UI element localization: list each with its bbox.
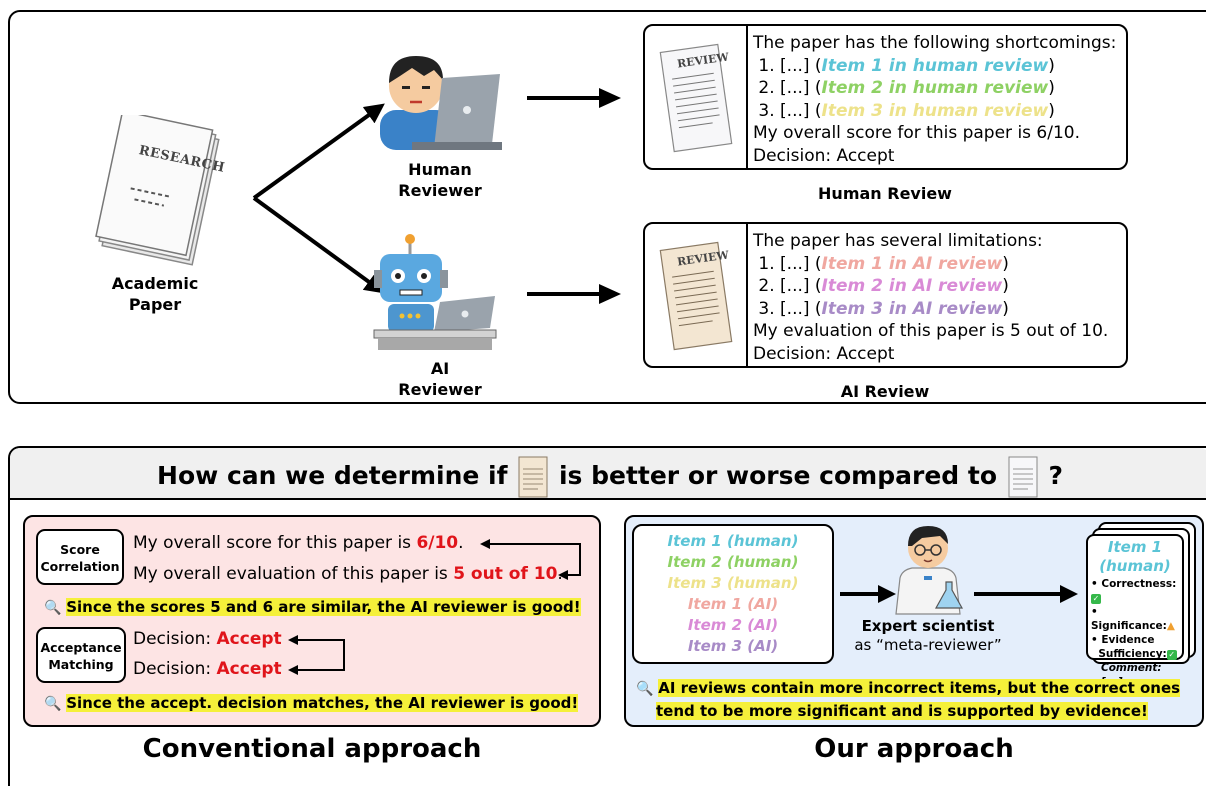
acceptance-matching-box: Acceptance Matching	[36, 627, 126, 683]
human-review-text: The paper has the following shortcomings…	[753, 32, 1116, 167]
conventional-caption: Conventional approach	[142, 734, 482, 764]
review-decision: Decision: Accept	[753, 343, 895, 364]
check-icon: ✓	[1091, 594, 1101, 604]
ai-review-text: The paper has several limitations: 1. [.…	[753, 230, 1108, 365]
conclusion-2: 🔍 Since the accept. decision matches, th…	[44, 694, 579, 712]
research-paper-icon	[95, 115, 220, 266]
our-approach-caption: Our approach	[814, 734, 1014, 764]
arrow-to-human-review	[527, 88, 621, 108]
scientist-icon	[895, 526, 964, 615]
check-icon: ✓	[1166, 650, 1177, 660]
item-3-ai: Item 3 (AI)	[687, 637, 779, 655]
thumbs-up-icon: ▲	[1166, 620, 1175, 632]
human-review-card: REVIEW The paper has the following short…	[643, 24, 1128, 170]
item-1-ai: Item 1 (AI)	[687, 595, 779, 613]
decision-line-1: Decision: Accept	[133, 629, 282, 649]
academic-paper-label: Academic Paper	[111, 274, 199, 314]
review-item-1: 1. [...] (Item 1 in AI review)	[758, 253, 1009, 274]
human-reviewer-icon	[380, 56, 502, 150]
review-item-2: 2. [...] (Item 2 in human review)	[758, 78, 1055, 98]
item-3-human: Item 3 (human)	[667, 574, 799, 592]
sufficiency-row: Sufficiency:✓	[1098, 648, 1177, 660]
magnifier-icon: 🔍	[44, 696, 62, 712]
ai-reviewer-icon	[373, 234, 497, 350]
correctness-row: • Correctness:✓	[1091, 578, 1177, 604]
review-item-3: 3. [...] (Item 3 in AI review)	[758, 298, 1009, 319]
question-header	[10, 448, 1206, 500]
ai-reviewer-label: AI Reviewer	[398, 359, 482, 399]
conclusion-1: 🔍 Since the scores 5 and 6 are similar, …	[44, 598, 581, 616]
item-2-ai: Item 2 (AI)	[687, 616, 779, 634]
evaluation-card: Item 1 (human) • Correctness:✓ • Signifi…	[1086, 534, 1184, 688]
items-list-box: Item 1 (human) Item 2 (human) Item 3 (hu…	[632, 524, 834, 664]
question-title: How can we determine if is better or wor…	[10, 455, 1206, 499]
our-conclusion: 🔍 AI reviews contain more incorrect item…	[636, 679, 1181, 720]
card-bullets: • Correctness:✓ • Significance:▲ • Evide…	[1088, 577, 1182, 689]
review-item-3: 3. [...] (Item 3 in human review)	[758, 100, 1055, 121]
decision-compare-bracket	[288, 635, 345, 675]
human-review-caption: Human Review	[818, 184, 952, 203]
arrow-to-card	[974, 585, 1078, 603]
arrow-to-ai-review	[527, 284, 621, 304]
arrow-to-scientist	[840, 585, 896, 603]
score-correlation-box: Score Correlation	[36, 529, 124, 585]
review-intro: The paper has the following shortcomings…	[753, 33, 1117, 53]
review-score: My evaluation of this paper is 5 out of …	[753, 321, 1109, 341]
ai-review-card: REVIEW The paper has several limitations…	[643, 222, 1128, 368]
human-reviewer-label: Human Reviewer	[398, 160, 482, 200]
magnifier-icon: 🔍	[636, 681, 654, 697]
evidence-row: • Evidence	[1091, 634, 1155, 646]
fork-arrows	[252, 103, 385, 294]
card-divider	[746, 26, 748, 168]
magnifier-icon: 🔍	[44, 600, 62, 616]
human-review-doc-icon	[1008, 456, 1038, 498]
item-1-human: Item 1 (human)	[667, 532, 799, 550]
significance-row: • Significance:▲	[1091, 606, 1175, 632]
review-decision: Decision: Accept	[753, 145, 895, 166]
ai-review-doc-icon	[518, 456, 548, 498]
review-intro: The paper has several limitations:	[753, 231, 1043, 251]
score-compare-bracket	[480, 539, 581, 580]
review-document-icon	[659, 43, 733, 153]
review-item-1: 1. [...] (Item 1 in human review)	[758, 55, 1055, 76]
review-score: My overall score for this paper is 6/10.	[753, 123, 1081, 143]
ai-review-caption: AI Review	[840, 382, 930, 401]
review-item-2: 2. [...] (Item 2 in AI review)	[758, 276, 1009, 296]
scientist-label: Expert scientist as “meta-reviewer”	[854, 617, 1002, 654]
item-2-human: Item 2 (human)	[667, 553, 799, 571]
card-title: Item 1 (human)	[1099, 538, 1171, 575]
review-document-icon	[659, 241, 733, 351]
score-line-2: My overall evaluation of this paper is 5…	[133, 564, 563, 584]
score-line-1: My overall score for this paper is 6/10.	[133, 533, 464, 553]
decision-line-2: Decision: Accept	[133, 659, 282, 679]
card-divider	[746, 224, 748, 366]
